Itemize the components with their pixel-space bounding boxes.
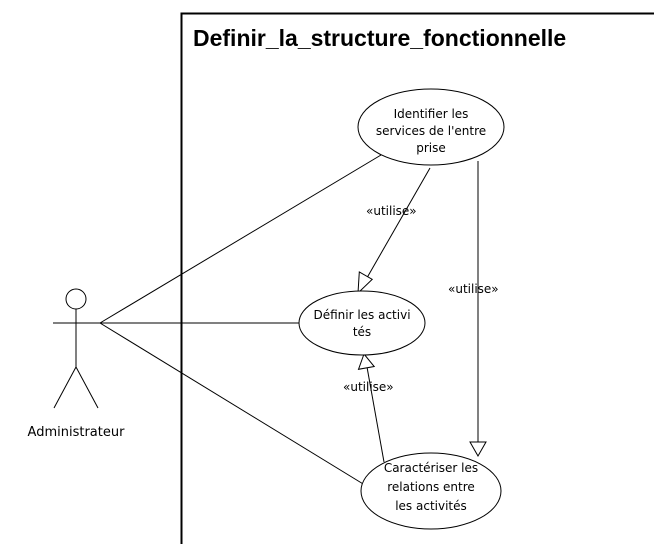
usecase-identifier-line-1: Identifier les xyxy=(394,107,469,121)
include-label-caracteriser-definir: «utilise» xyxy=(343,380,394,394)
usecase-caracteriser-oval xyxy=(360,452,502,530)
usecase-definir-line-1: Définir les activi xyxy=(313,308,410,322)
include-label-identifier-caracteriser: «utilise» xyxy=(448,282,499,296)
include-arrowhead-definir-bottom xyxy=(357,352,376,370)
usecase-definir-activites[interactable]: Définir les activi tés xyxy=(298,290,426,356)
include-line-identifier-definir xyxy=(363,167,431,284)
association-caracteriser xyxy=(99,322,374,491)
usecase-identifier-line-2: services de l'entre xyxy=(376,124,486,138)
usecase-identifier-line-3: prise xyxy=(416,141,446,155)
usecase-definir-oval xyxy=(298,290,426,356)
include-arrowhead-caracteriser xyxy=(469,441,487,458)
system-title: Definir_la_structure_fonctionnelle xyxy=(193,25,566,51)
system-boundary xyxy=(180,12,654,544)
actor-name: Administrateur xyxy=(28,425,126,440)
actor-left-leg xyxy=(53,366,77,409)
include-line-caracteriser-definir xyxy=(366,366,385,463)
usecase-caracteriser-relations[interactable]: Caractériser les relations entre les act… xyxy=(360,452,502,530)
include-arrowhead-definir-top xyxy=(357,271,374,295)
include-label-identifier-definir: «utilise» xyxy=(366,204,417,218)
usecase-caracteriser-line-3: les activités xyxy=(395,499,467,513)
actor-right-leg xyxy=(75,366,99,409)
association-identifier xyxy=(99,154,382,324)
usecase-caracteriser-line-1: Caractériser les xyxy=(384,461,478,475)
actor-head xyxy=(65,288,87,310)
actor-administrateur[interactable]: Administrateur xyxy=(28,288,126,440)
usecase-definir-line-2: tés xyxy=(353,325,371,339)
usecase-identifier-oval xyxy=(357,88,505,166)
usecase-caracteriser-line-2: relations entre xyxy=(387,480,475,494)
usecase-identifier-services[interactable]: Identifier les services de l'entre prise xyxy=(357,88,505,166)
